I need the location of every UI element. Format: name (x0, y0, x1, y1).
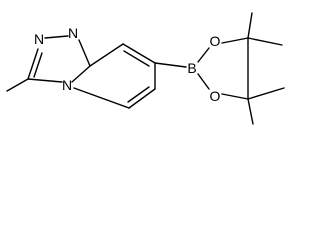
bond-c6-c5-inner (127, 86, 150, 103)
bond-b-o1 (197, 47, 210, 63)
atom-label-o1: O (210, 33, 221, 49)
bond-c5-n4 (73, 87, 130, 109)
atom-label-o2: O (210, 88, 221, 104)
atom-label-n1: N (68, 25, 78, 41)
bond-c7-b (154, 62, 187, 68)
bond-o2-c (221, 93, 249, 100)
bond-c8a-n4 (71, 65, 91, 83)
bond-c8-c7-inner (123, 50, 150, 67)
bond-c8a-c8 (89, 43, 124, 67)
bond-b-o2 (197, 73, 210, 90)
bond-n1-c8a (78, 39, 91, 67)
bond-c3-n2-inner (33, 52, 43, 78)
bond-c8-c7 (122, 43, 156, 64)
bond-c6-c5 (128, 88, 156, 109)
bond-n4-c3 (27, 78, 63, 83)
methyl-bond-bottom-down (247, 98, 254, 125)
atom-label-b: B (187, 60, 196, 76)
methyl-bond (6, 78, 29, 92)
atom-label-n4: N (62, 77, 72, 93)
bond-o1-c (221, 37, 249, 44)
atom-label-n2: N (34, 31, 44, 47)
methyl-bond-top-right (247, 37, 283, 46)
bond-c3-n2 (27, 48, 39, 80)
bond-n2-n1 (44, 35, 69, 39)
methyl-bond-top-up (247, 12, 253, 39)
molecule-structure: N N N B O O (6, 12, 285, 125)
methyl-bond-bottom-right (247, 87, 285, 100)
